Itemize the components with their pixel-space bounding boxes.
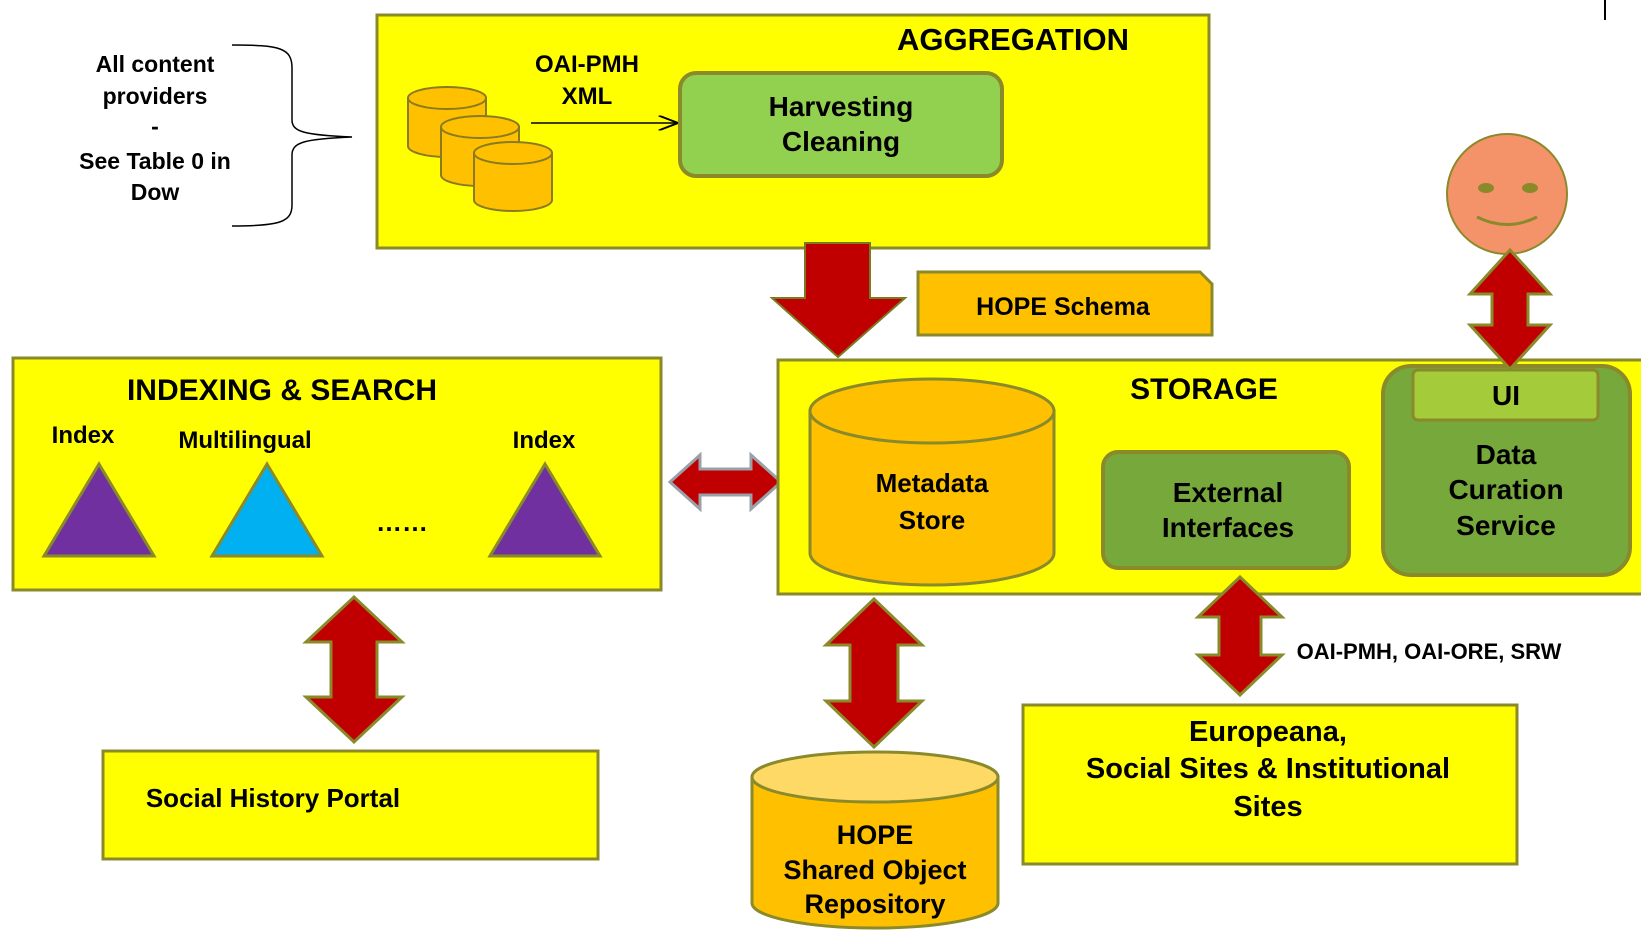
aggregation-to-storage-arrow	[769, 242, 908, 359]
hope-schema-label: HOPE Schema	[976, 293, 1151, 321]
user-curation-double-arrow	[1466, 247, 1554, 372]
providers-line3: -	[151, 113, 159, 139]
metadata-label-1: Metadata	[876, 468, 989, 498]
source-databases-icon	[407, 86, 553, 212]
aggregation-box: AGGREGATION OAI-PMH XML Harvesting Clean…	[375, 13, 1211, 250]
aggregation-title: AGGREGATION	[897, 22, 1129, 57]
providers-line5: Dow	[131, 179, 180, 205]
providers-line1: All content	[96, 51, 215, 77]
ui-box	[1411, 368, 1600, 422]
cleaning-label: Cleaning	[782, 126, 900, 157]
europeana-label-2: Social Sites & Institutional	[1086, 753, 1450, 785]
content-providers-note: All content providers - See Table 0 in D…	[79, 44, 353, 227]
curly-brace	[231, 44, 353, 227]
harvesting-cleaning-box	[678, 71, 1004, 178]
oai-pmh-label: OAI-PMH	[535, 51, 639, 78]
ui-label: UI	[1492, 380, 1520, 411]
europeana-label-3: Sites	[1233, 791, 1302, 823]
metadata-store-cylinder: Metadata Store	[808, 377, 1056, 587]
europeana-box: Europeana, Social Sites & Institutional …	[1021, 703, 1519, 866]
external-interfaces-box	[1101, 450, 1351, 570]
curation-label-2: Curation	[1448, 474, 1563, 505]
xml-label: XML	[562, 83, 613, 110]
indexing-portal-double-arrow	[302, 594, 406, 745]
storage-box: STORAGE Metadata Store External Interfac…	[776, 358, 1641, 596]
shared-object-repository-cylinder: HOPE Shared Object Repository	[750, 750, 1000, 930]
index-label-1: Index	[52, 422, 115, 449]
hope-schema-note: HOPE Schema	[916, 270, 1214, 337]
multilingual-triangle	[209, 461, 325, 558]
index-label-2: Index	[513, 427, 576, 454]
interfaces-europeana-double-arrow	[1194, 574, 1286, 698]
metadata-label-2: Store	[899, 505, 965, 535]
database-cylinder-3	[473, 141, 553, 212]
multilingual-label: Multilingual	[178, 427, 311, 454]
repository-label-2: Shared Object	[783, 855, 966, 885]
index-triangle-1	[41, 461, 157, 558]
harvesting-label: Harvesting	[769, 91, 914, 122]
external-label-1: External	[1173, 477, 1284, 508]
social-history-portal-box: Social History Portal	[101, 749, 600, 861]
repository-label-1: HOPE	[837, 820, 914, 850]
storage-title: STORAGE	[1130, 373, 1278, 406]
protocols-label: OAI-PMH, OAI-ORE, SRW	[1297, 639, 1562, 664]
curation-label-3: Service	[1456, 510, 1556, 541]
providers-line4: See Table 0 in	[79, 148, 231, 174]
indexing-title: INDEXING & SEARCH	[127, 374, 437, 407]
curation-label-1: Data	[1476, 439, 1537, 470]
repository-label-3: Repository	[804, 889, 945, 919]
user-smiley-icon	[1446, 133, 1568, 255]
external-label-2: Interfaces	[1162, 512, 1294, 543]
europeana-label-1: Europeana,	[1189, 716, 1347, 748]
indexing-storage-double-arrow	[667, 451, 784, 513]
storage-repository-double-arrow	[822, 596, 926, 750]
indexing-search-box: INDEXING & SEARCH Index Multilingual Ind…	[11, 356, 663, 592]
providers-line2: providers	[103, 83, 208, 109]
portal-label: Social History Portal	[146, 783, 400, 813]
index-triangle-2	[487, 461, 603, 558]
ellipsis-dots: ……	[376, 507, 428, 537]
